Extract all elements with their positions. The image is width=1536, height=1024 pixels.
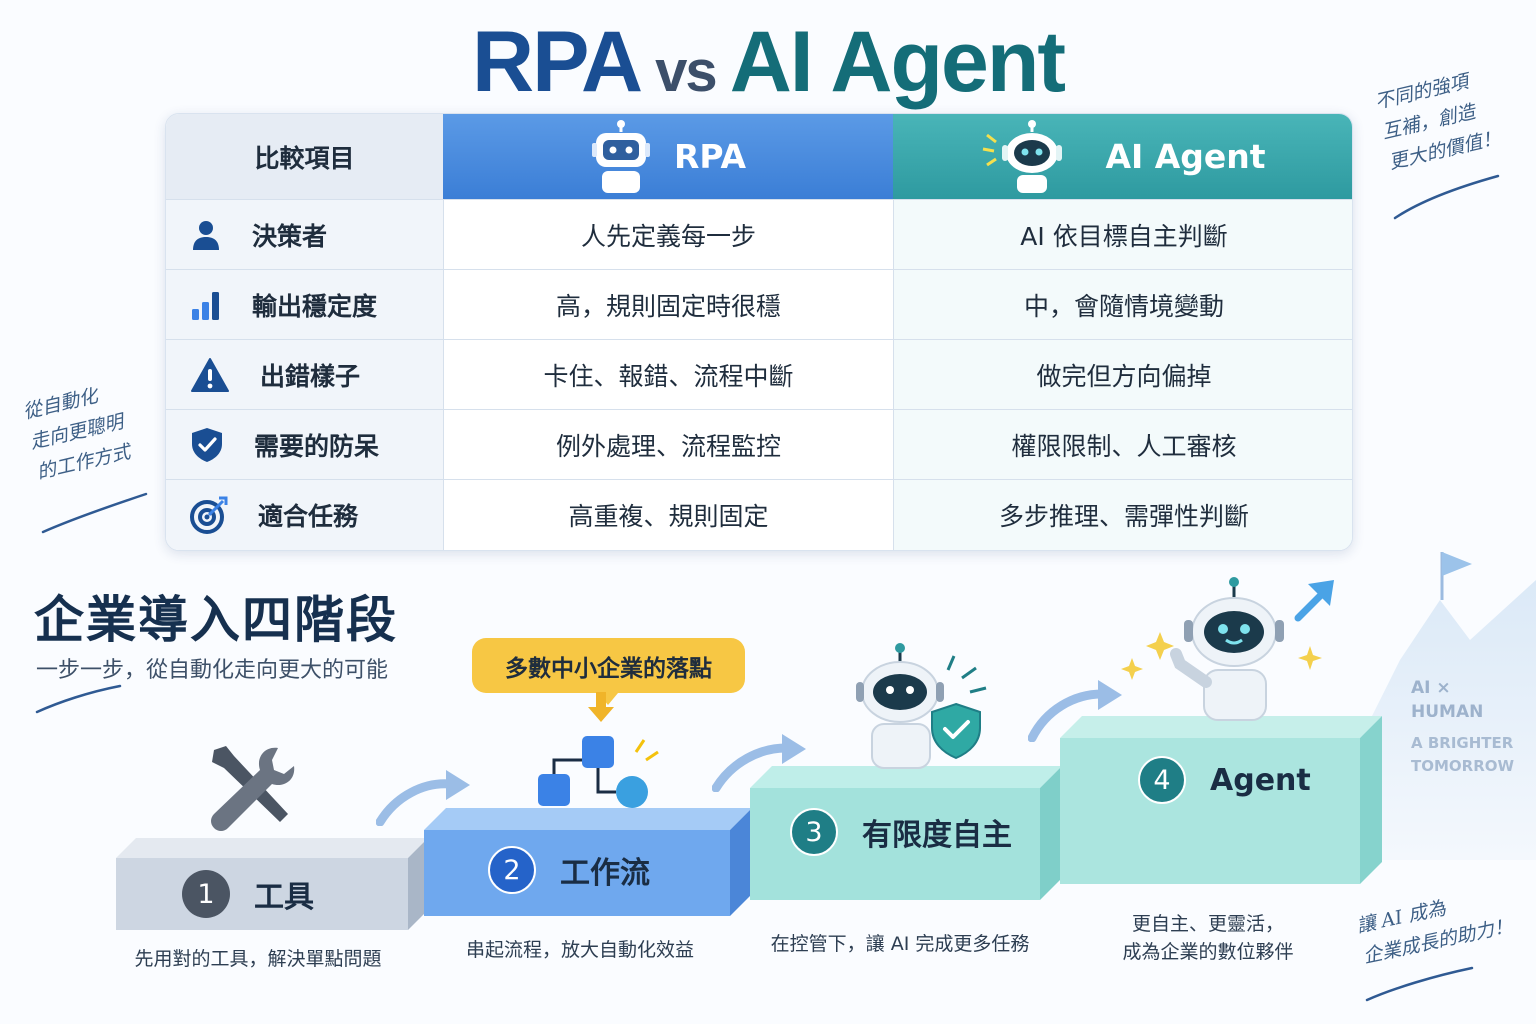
table-row: 出錯樣子 卡住、報錯、流程中斷 做完但方向偏掉 [166, 339, 1352, 410]
header-rpa-cell: RPA [443, 114, 893, 199]
table-row: 需要的防呆 例外處理、流程監控 權限限制、人工審核 [166, 409, 1352, 480]
ai-agent-cell: AI 依目標自主判斷 [893, 200, 1352, 270]
warning-icon [191, 358, 229, 392]
stage-2-name: 工作流 [560, 856, 650, 891]
mountain-text-line: HUMAN [1411, 702, 1484, 722]
stage-1-block [116, 838, 428, 930]
rpa-cell: 卡住、報錯、流程中斷 [443, 340, 893, 410]
stage-4-block [1060, 716, 1382, 884]
row-label-cell: 出錯樣子 [166, 340, 443, 410]
shield-check-icon [192, 428, 222, 462]
arrow-icon [712, 734, 806, 792]
stage-2-block [424, 808, 752, 916]
rpa-cell: 高重複、規則固定 [443, 480, 893, 550]
bottom-right-note: 讓 AI 成為 企業成長的助力！ [1354, 880, 1516, 972]
ai-agent-cell: 權限限制、人工審核 [893, 410, 1352, 480]
person-icon [193, 221, 219, 250]
rpa-cell: 高，規則固定時很穩 [443, 270, 893, 340]
rpa-cell: 人先定義每一步 [443, 200, 893, 270]
stage-3-number: 3 [790, 808, 838, 856]
left-note-underline [41, 492, 148, 534]
robot-with-shield-icon [856, 643, 987, 769]
stage-1-desc: 先用對的工具，解決單點問題 [134, 948, 382, 970]
mountain-text: AI × HUMAN [1411, 676, 1483, 724]
header-ai-agent-cell: AI Agent [893, 114, 1352, 199]
stage-3-name: 有限度自主 [862, 818, 1012, 853]
stage-1-number: 1 [182, 870, 230, 918]
table-row: 決策者 人先定義每一步 AI 依目標自主判斷 [166, 199, 1352, 270]
subtitle-underline [35, 684, 122, 714]
stages-subtitle: 一步一步，從自動化走向更大的可能 [36, 658, 389, 683]
title-vs: vs [655, 39, 717, 104]
arrow-icon [1028, 680, 1122, 742]
stage-3-label: 3 有限度自主 [790, 808, 1012, 856]
title-ai-agent: AI Agent [729, 14, 1066, 110]
stage-2-label: 2 工作流 [488, 846, 650, 894]
stage-4-label: 4 Agent [1138, 756, 1311, 804]
mountain-text-line: A BRIGHTER [1411, 734, 1514, 752]
stage-4-number: 4 [1138, 756, 1186, 804]
header-label-cell: 比較項目 [166, 114, 443, 199]
row-label-cell: 適合任務 [166, 480, 443, 550]
callout-badge: 多數中小企業的落點 [472, 638, 745, 705]
stage-4-name: Agent [1210, 762, 1311, 798]
stages-title: 企業導入四階段 [34, 591, 398, 649]
left-note: 從自動化 走向更聰明 的工作方式 [20, 377, 134, 489]
row-label-cell: 需要的防呆 [166, 410, 443, 480]
mountain-text-line: TOMORROW [1411, 757, 1515, 775]
agent-robot-icon [1121, 577, 1334, 721]
row-label: 需要的防呆 [254, 432, 380, 461]
mountain-slogan: A BRIGHTER TOMORROW [1411, 732, 1514, 778]
stage-1-name: 工具 [254, 880, 314, 915]
ai-agent-robot-icon [983, 119, 1063, 193]
stage-4-desc-line: 成為企業的數位夥伴 [1122, 941, 1294, 963]
callout-arrow-icon [588, 692, 614, 722]
stage-1-label: 1 工具 [182, 870, 314, 918]
stage-4-desc: 更自主、更靈活， 成為企業的數位夥伴 [1068, 910, 1348, 966]
rpa-cell: 例外處理、流程監控 [443, 410, 893, 480]
mountain-text-line: AI × [1411, 678, 1451, 698]
rpa-robot-icon [591, 119, 650, 193]
title-rpa: RPA [471, 14, 643, 110]
row-label-cell: 決策者 [166, 200, 443, 270]
arrow-icon [376, 770, 470, 826]
workflow-icon [538, 736, 659, 808]
ai-agent-cell: 多步推理、需彈性判斷 [893, 480, 1352, 550]
bottom-right-note-underline [1365, 966, 1474, 1002]
table-row: 適合任務 高重複、規則固定 多步推理、需彈性判斷 [166, 479, 1352, 550]
stage-2-desc: 串起流程，放大自動化效益 [465, 939, 694, 961]
stage-3-desc: 在控管下，讓 AI 完成更多任務 [770, 933, 1030, 955]
stage-4-desc-line: 更自主、更靈活， [1131, 913, 1284, 935]
table-row: 輸出穩定度 高，規則固定時很穩 中，會隨情境變動 [166, 269, 1352, 340]
bar-chart-icon [192, 292, 219, 320]
header-rpa-label: RPA [673, 137, 747, 176]
ai-agent-cell: 做完但方向偏掉 [893, 340, 1352, 410]
tools-icon [211, 746, 295, 831]
stage-2-number: 2 [488, 846, 536, 894]
header-ai-agent-label: AI Agent [1105, 137, 1266, 176]
row-label: 輸出穩定度 [252, 292, 378, 321]
row-label: 適合任務 [258, 502, 359, 531]
target-icon [190, 496, 228, 534]
ai-agent-cell: 中，會隨情境變動 [893, 270, 1352, 340]
row-label: 決策者 [252, 222, 328, 251]
row-label-cell: 輸出穩定度 [166, 270, 443, 340]
comparison-table: 比較項目 RPA AI Agen [165, 113, 1353, 551]
top-right-note-underline [1393, 174, 1500, 220]
row-label: 出錯樣子 [260, 362, 361, 391]
